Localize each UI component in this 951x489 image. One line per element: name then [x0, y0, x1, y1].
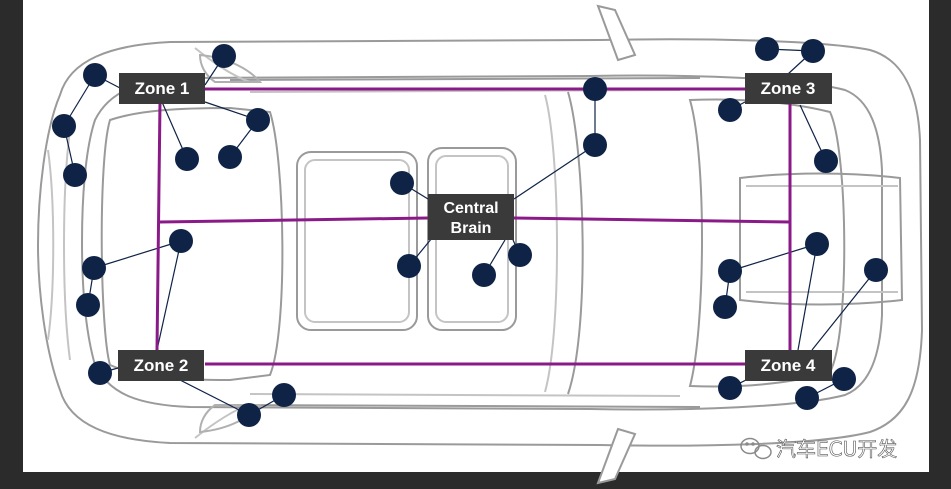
ecu-node	[169, 229, 193, 253]
zone-controller-1: Zone 1	[119, 73, 205, 104]
wechat-icon	[740, 437, 772, 460]
ecu-node	[76, 293, 100, 317]
backbone-left	[155, 101, 162, 351]
ecu-node	[218, 145, 242, 169]
zone-label: Zone 1	[135, 79, 190, 98]
central-brain: Central Brain	[428, 194, 514, 240]
ecu-node	[88, 361, 112, 385]
zone-controller-2: Zone 2	[118, 350, 204, 381]
ecu-node	[805, 232, 829, 256]
ecu-node	[390, 171, 414, 195]
ecu-node	[472, 263, 496, 287]
watermark-text: 汽车ECU开发	[776, 437, 897, 461]
ecu-nodes	[52, 37, 888, 427]
ecu-node	[718, 98, 742, 122]
ecu-node	[814, 149, 838, 173]
ecu-node	[864, 258, 888, 282]
ecu-node	[508, 243, 532, 267]
ecu-node	[718, 259, 742, 283]
ecu-node	[246, 108, 270, 132]
ecu-node	[583, 77, 607, 101]
ecu-node	[63, 163, 87, 187]
ecu-node	[795, 386, 819, 410]
ecu-node	[212, 44, 236, 68]
zone-controller-3: Zone 3	[745, 73, 832, 104]
ecu-node	[718, 376, 742, 400]
ecu-node	[832, 367, 856, 391]
backbone-network	[155, 87, 792, 366]
ecu-node	[272, 383, 296, 407]
ecu-node	[83, 63, 107, 87]
ecu-node	[801, 39, 825, 63]
backbone-mid-right	[513, 216, 791, 224]
backbone-mid-left	[159, 216, 429, 224]
central-brain-label-line1: Central	[443, 200, 498, 217]
central-brain-label-line2: Brain	[451, 220, 492, 237]
car-outline	[36, 4, 924, 485]
zone-label: Zone 4	[761, 356, 816, 375]
ecu-node	[755, 37, 779, 61]
ecu-node	[237, 403, 261, 427]
zone-controller-4: Zone 4	[745, 350, 832, 381]
zone-label: Zone 2	[134, 356, 189, 375]
zone-label: Zone 3	[761, 79, 816, 98]
watermark: 汽车ECU开发	[740, 437, 898, 461]
ecu-node	[583, 133, 607, 157]
ecu-node	[82, 256, 106, 280]
ecu-node	[713, 295, 737, 319]
ecu-node	[175, 147, 199, 171]
ecu-node	[52, 114, 76, 138]
ecu-node	[397, 254, 421, 278]
